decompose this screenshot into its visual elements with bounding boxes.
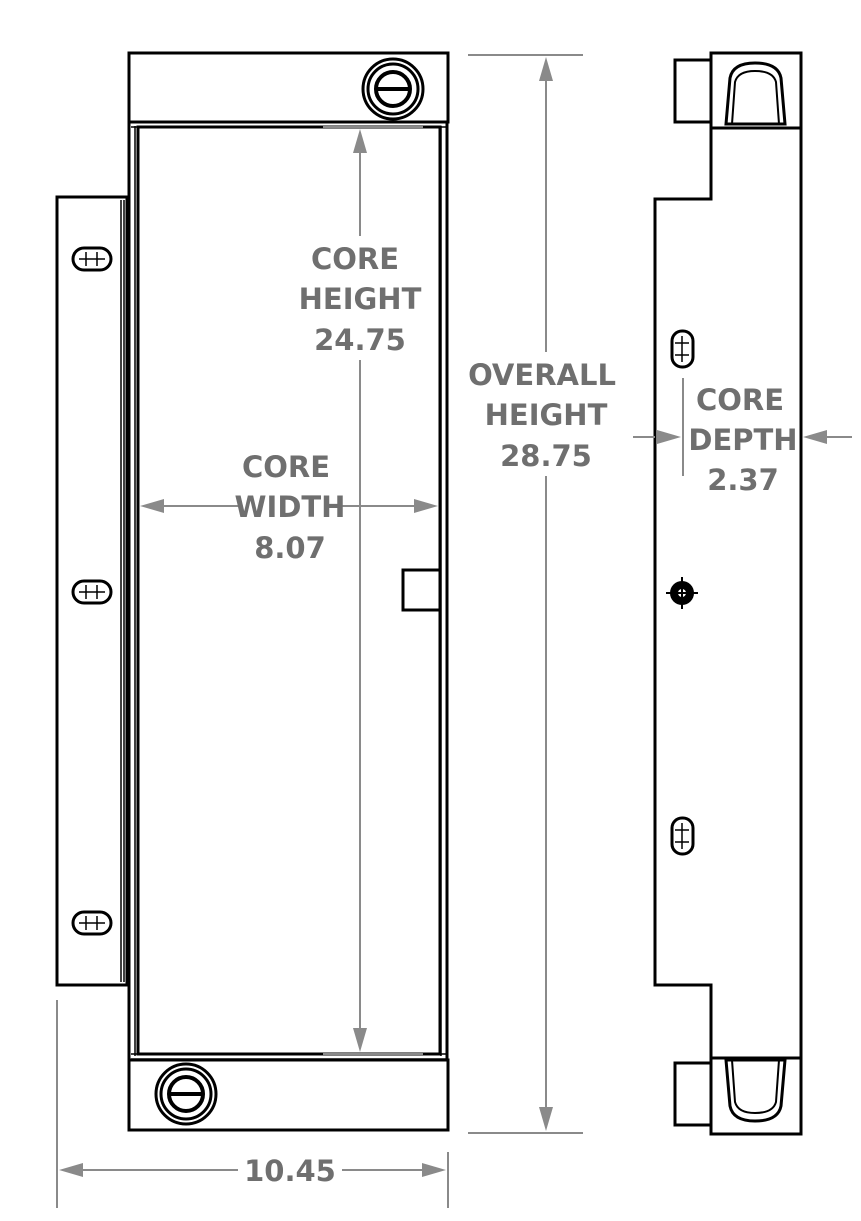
overall-height-label-1: OVERALL <box>468 358 616 392</box>
top-port <box>361 57 425 121</box>
radiator-core <box>136 125 442 1056</box>
core-width-label-1: CORE <box>242 450 330 484</box>
overall-height-value: 28.75 <box>500 439 592 473</box>
core-height-label-2: HEIGHT <box>299 282 422 316</box>
core-depth-label-1: CORE <box>696 383 784 417</box>
overall-width-dimension <box>56 1000 449 1208</box>
core-width-label-2: WIDTH <box>235 490 346 524</box>
core-height-value: 24.75 <box>314 323 406 357</box>
side-view <box>653 51 803 1136</box>
core-depth-dimension <box>633 378 852 476</box>
overall-height-label-2: HEIGHT <box>485 398 608 432</box>
core-depth-label-2: DEPTH <box>688 423 797 457</box>
core-height-label-1: CORE <box>311 242 399 276</box>
top-fitting <box>673 58 714 124</box>
core-width-dimension <box>140 499 438 513</box>
bottom-fitting <box>673 1061 714 1127</box>
bottom-port <box>154 1062 218 1126</box>
overall-height-dimension <box>468 54 583 1134</box>
side-tab <box>401 568 442 612</box>
core-width-value: 8.07 <box>254 531 326 565</box>
bracket-slot-hole <box>71 910 113 936</box>
side-slot-hole <box>670 816 695 856</box>
front-view <box>55 51 450 1132</box>
bracket-slot-hole <box>71 246 113 272</box>
overall-width-value: 10.45 <box>244 1154 336 1188</box>
side-slot-hole <box>670 329 695 369</box>
core-height-dimension <box>323 126 423 1055</box>
bracket-slot-hole <box>71 579 113 605</box>
core-depth-value: 2.37 <box>707 463 779 497</box>
side-round-hole <box>666 577 698 609</box>
